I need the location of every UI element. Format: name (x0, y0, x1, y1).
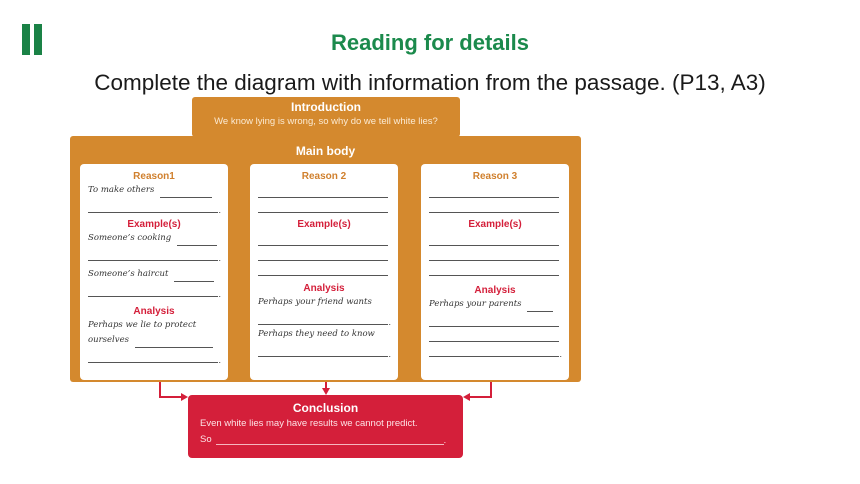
reason-3-analysis-row: Perhaps your parents (429, 297, 561, 312)
reason-1-example-1-blank[interactable] (176, 236, 217, 246)
right-arrowhead-icon (463, 393, 470, 401)
reason-2-title: Reason 2 (301, 171, 347, 182)
reason-1-title: Reason1 (133, 171, 175, 182)
left-connector-vertical (159, 382, 161, 398)
reason-3-analysis-blank[interactable] (527, 302, 554, 312)
reason-2-line-2[interactable] (258, 198, 388, 213)
reason-1-analysis-2: ourselves (88, 335, 129, 345)
conclusion-answer-line[interactable] (215, 435, 444, 445)
reason-2-analysis-1: Perhaps your friend wants (258, 297, 372, 307)
conclusion-text: Even white lies may have results we cann… (200, 418, 418, 429)
reason-1-prompt-row: To make others (88, 183, 220, 198)
instruction-text: Complete the diagram with information fr… (94, 70, 766, 95)
introduction-title: Introduction (291, 100, 361, 114)
reason-1-example-2-line[interactable]: . (88, 282, 221, 299)
reason-2-line-1[interactable] (258, 183, 388, 198)
reason-2-card: Reason 2 Example(s) Analysis Perhaps you… (250, 164, 398, 380)
reason-1-card: Reason1 To make others . Example(s) Some… (80, 164, 228, 380)
reason-1-example-1: Someone’s cooking (88, 233, 172, 243)
reason-3-analysis-line-2[interactable] (429, 327, 559, 342)
reason-1-analysis-line[interactable]: . (88, 348, 221, 365)
logo-bars (22, 24, 42, 55)
conclusion-title: Conclusion (292, 401, 359, 415)
reason-3-title: Reason 3 (472, 171, 518, 182)
conclusion-period: . (443, 435, 447, 445)
reason-2-example-line-2[interactable] (258, 246, 388, 261)
reason-2-analysis-title: Analysis (303, 283, 345, 294)
reason-2-example-line-3[interactable] (258, 261, 388, 276)
reason-1-examples-title: Example(s) (127, 219, 181, 230)
reason-2-analysis-line-2[interactable]: . (258, 342, 391, 359)
reason-1-analysis-title: Analysis (133, 306, 175, 317)
reason-3-example-line-3[interactable] (429, 261, 559, 276)
reason-1-prompt: To make others (88, 185, 155, 195)
reason-3-card: Reason 3 Example(s) Analysis Perhaps you… (421, 164, 569, 380)
conclusion-so-row: So . (200, 434, 463, 445)
reason-1-analysis-2-row: ourselves (88, 333, 220, 348)
left-arrowhead-icon (181, 393, 188, 401)
reason-3-line-2[interactable] (429, 198, 559, 213)
introduction-box: Introduction We know lying is wrong, so … (192, 97, 460, 137)
conclusion-so-label: So (200, 434, 212, 445)
main-body-box: Main body Reason1 To make others . Examp… (70, 136, 581, 382)
reason-1-example-2-blank[interactable] (174, 272, 215, 282)
reason-3-analysis-line-3[interactable]: . (429, 342, 562, 359)
reason-1-blank[interactable] (160, 188, 213, 198)
reason-1-answer-line[interactable]: . (88, 198, 221, 215)
left-connector-horizontal (159, 396, 181, 398)
right-connector-horizontal (470, 396, 492, 398)
reason-1-example-2-row: Someone’s haircut (88, 267, 220, 282)
reason-3-analysis-title: Analysis (474, 285, 516, 296)
reason-1-example-1-row: Someone’s cooking (88, 231, 220, 246)
reason-1-example-2: Someone’s haircut (88, 269, 169, 279)
reason-3-example-line-2[interactable] (429, 246, 559, 261)
center-arrowhead-icon (322, 388, 330, 395)
reason-3-analysis-1: Perhaps your parents (429, 299, 522, 309)
reason-1-analysis-blank[interactable] (134, 338, 213, 348)
right-connector-vertical (490, 382, 492, 398)
introduction-text: We know lying is wrong, so why do we tel… (214, 116, 438, 127)
conclusion-box: Conclusion Even white lies may have resu… (188, 395, 463, 458)
reason-3-line-1[interactable] (429, 183, 559, 198)
reason-3-analysis-line-1[interactable] (429, 312, 559, 327)
main-body-title: Main body (295, 144, 356, 158)
reason-2-examples-title: Example(s) (297, 219, 351, 230)
reason-2-analysis-2: Perhaps they need to know (258, 329, 375, 339)
page-title: Reading for details (330, 30, 530, 55)
reason-2-example-line-1[interactable] (258, 231, 388, 246)
reason-3-example-line-1[interactable] (429, 231, 559, 246)
reason-1-example-1-line[interactable]: . (88, 246, 221, 263)
center-connector-vertical (325, 382, 327, 389)
reason-1-analysis-1: Perhaps we lie to protect (88, 320, 197, 330)
reason-2-analysis-line-1[interactable]: . (258, 310, 391, 327)
reason-3-examples-title: Example(s) (468, 219, 522, 230)
